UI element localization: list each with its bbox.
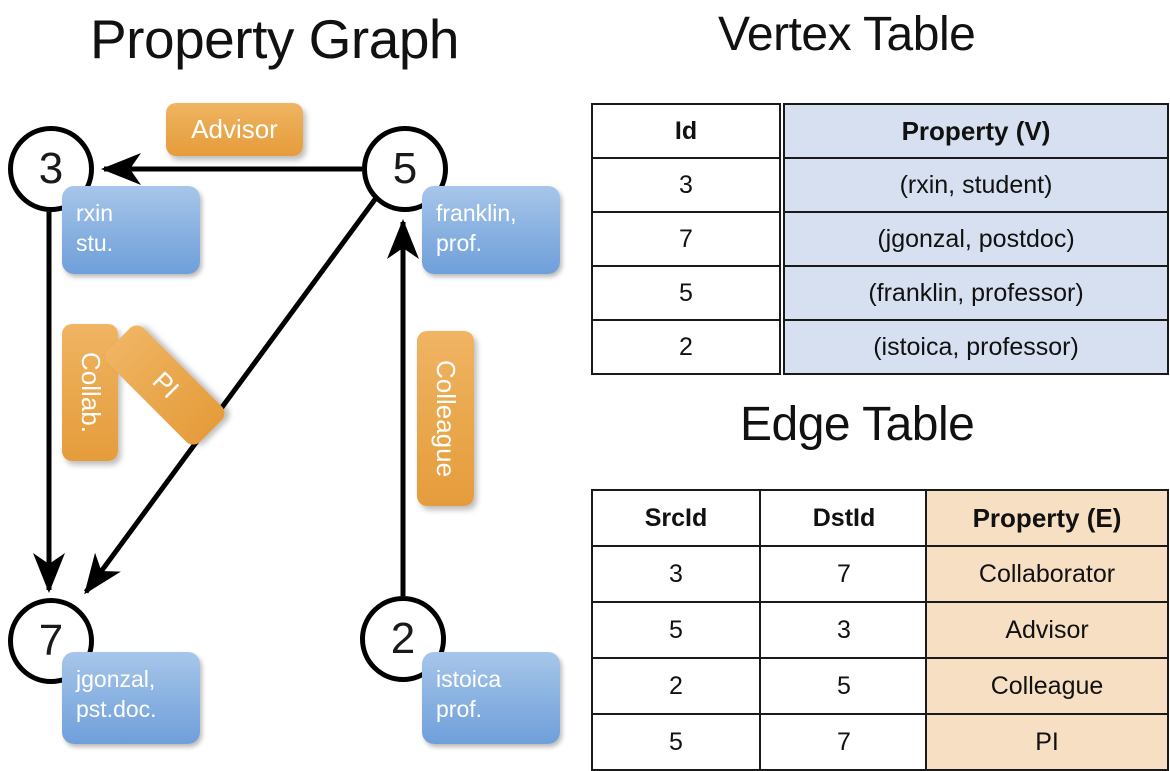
- table-row[interactable]: (franklin, professor): [783, 265, 1169, 321]
- edge-table-cell-property: PI: [925, 713, 1169, 771]
- vertex-table-cell-property: (rxin, student): [783, 157, 1169, 213]
- table-row[interactable]: (jgonzal, postdoc): [783, 211, 1169, 267]
- table-row[interactable]: Collaborator: [925, 545, 1169, 603]
- vertex-property-box-2: istoica prof.: [422, 652, 560, 744]
- edge-table-cell-property: Collaborator: [925, 545, 1169, 603]
- table-header-row: Property (V): [783, 103, 1169, 159]
- vertex-table-header-property: Property (V): [783, 103, 1169, 159]
- page-title-property-graph: Property Graph: [90, 8, 460, 70]
- table-header-row: Id: [591, 103, 781, 159]
- table-row[interactable]: 5 7: [591, 713, 929, 771]
- edge-label-advisor: Advisor: [166, 103, 303, 156]
- vertex-table-cell-property: (franklin, professor): [783, 265, 1169, 321]
- table-row[interactable]: 5: [591, 265, 781, 321]
- vertex-property-box-5: franklin, prof.: [422, 186, 560, 274]
- table-row[interactable]: (istoica, professor): [783, 319, 1169, 375]
- table-row[interactable]: (rxin, student): [783, 157, 1169, 213]
- edge-5-to-7: [83, 196, 379, 595]
- vertex-table-cell-id: 2: [591, 319, 781, 375]
- table-row[interactable]: Colleague: [925, 657, 1169, 715]
- vertex-table-cell-property: (jgonzal, postdoc): [783, 211, 1169, 267]
- graph-node-2[interactable]: 2: [360, 596, 446, 682]
- graph-edges-layer: [33, 153, 419, 596]
- edge-label-pi-text: PI: [146, 365, 185, 404]
- property-graph-diagram: 3 5 7 2 rxin stu. franklin, prof. jgonza…: [0, 0, 585, 760]
- edge-table-header-dstid: DstId: [759, 489, 929, 547]
- table-row[interactable]: PI: [925, 713, 1169, 771]
- edge-label-collaborator: Collab.: [62, 324, 118, 461]
- table-row[interactable]: 7: [591, 211, 781, 267]
- edge-label-colleague: Colleague: [417, 331, 474, 506]
- vertex-table-id-column: Id 3 7 5 2: [591, 103, 781, 375]
- edge-table-cell-property: Advisor: [925, 601, 1169, 659]
- edge-table-cell-dstid: 7: [759, 545, 929, 603]
- page-title-vertex-table: Vertex Table: [718, 8, 976, 61]
- table-row[interactable]: 2: [591, 319, 781, 375]
- edge-table-cell-dstid: 7: [759, 713, 929, 771]
- vertex-table-cell-id: 3: [591, 157, 781, 213]
- table-row[interactable]: Advisor: [925, 601, 1169, 659]
- edge-table-cell-srcid: 5: [591, 601, 761, 659]
- table-row[interactable]: 5 3: [591, 601, 929, 659]
- graph-node-5[interactable]: 5: [362, 126, 448, 212]
- table-row[interactable]: 3: [591, 157, 781, 213]
- edge-table-cell-srcid: 2: [591, 657, 761, 715]
- table-row[interactable]: 3 7: [591, 545, 929, 603]
- vertex-table-property-column: Property (V) (rxin, student) (jgonzal, p…: [783, 103, 1169, 375]
- vertex-property-box-3: rxin stu.: [62, 186, 200, 274]
- edge-label-advisor-text: Advisor: [191, 114, 278, 144]
- vertex-property-box-7: jgonzal, pst.doc.: [62, 652, 200, 744]
- edge-table-cell-srcid: 5: [591, 713, 761, 771]
- edge-label-colleague-text: Colleague: [431, 359, 461, 478]
- edge-table-id-columns: SrcId DstId 3 7 5 3 2 5 5 7: [591, 489, 929, 771]
- edge-label-collaborator-text: Collab.: [75, 352, 106, 433]
- edge-table-cell-property: Colleague: [925, 657, 1169, 715]
- edge-table-property-column: Property (E) Collaborator Advisor Collea…: [925, 489, 1169, 771]
- page-title-edge-table: Edge Table: [740, 398, 975, 451]
- table-row[interactable]: 2 5: [591, 657, 929, 715]
- vertex-table-cell-property: (istoica, professor): [783, 319, 1169, 375]
- table-header-row: SrcId DstId: [591, 489, 929, 547]
- edge-table-cell-dstid: 5: [759, 657, 929, 715]
- edge-table-cell-srcid: 3: [591, 545, 761, 603]
- edge-table-cell-dstid: 3: [759, 601, 929, 659]
- vertex-table-cell-id: 5: [591, 265, 781, 321]
- edge-table-header-srcid: SrcId: [591, 489, 761, 547]
- vertex-table-cell-id: 7: [591, 211, 781, 267]
- table-header-row: Property (E): [925, 489, 1169, 547]
- edge-table-header-property: Property (E): [925, 489, 1169, 547]
- vertex-table-header-id: Id: [591, 103, 781, 159]
